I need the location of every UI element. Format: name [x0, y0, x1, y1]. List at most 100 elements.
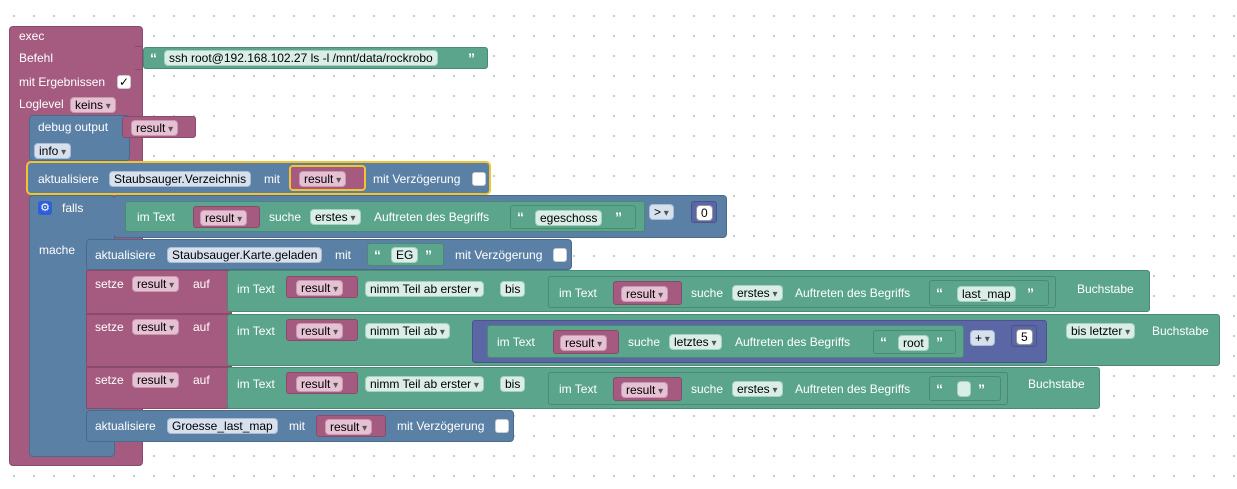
quote-close-icon: ”	[936, 334, 943, 350]
set3-var3-block[interactable]: result	[613, 377, 682, 401]
quote-close-icon: ”	[978, 381, 985, 397]
delay-label: mit Verzögerung	[373, 172, 461, 186]
set2-var-dropdown[interactable]: result	[132, 319, 180, 335]
set3-mode-dropdown[interactable]: nimm Teil ab erster	[365, 376, 484, 392]
to-label: auf	[193, 277, 210, 291]
set2-mode-dropdown[interactable]: nimm Teil ab	[365, 323, 450, 339]
if-term-field[interactable]: egeschoss	[535, 210, 603, 226]
gear-icon[interactable]: ⚙	[38, 201, 52, 215]
debug-output-block[interactable]: debug output info	[29, 115, 130, 161]
set3-var-dropdown[interactable]: result	[132, 372, 180, 388]
set3-block[interactable]: setze result auf	[86, 367, 232, 409]
quote-open-icon: “	[936, 381, 943, 397]
in-text-label: im Text	[237, 324, 275, 338]
set2-term-field[interactable]: root	[898, 335, 929, 351]
set2-var3-dropdown[interactable]: result	[560, 335, 608, 351]
debug-level-dropdown[interactable]: info	[34, 143, 72, 159]
in-text-label: im Text	[559, 382, 597, 396]
set3-var3-dropdown[interactable]: result	[621, 382, 669, 398]
loglevel-dropdown[interactable]: keins	[70, 97, 116, 113]
set2-block[interactable]: setze result auf	[86, 314, 232, 367]
update2-value-field[interactable]: EG	[391, 247, 419, 263]
state-field[interactable]: Staubsauger.Verzeichnis	[109, 171, 252, 187]
set2-number-field[interactable]: 5	[1016, 329, 1033, 345]
compare-number-field[interactable]: 0	[696, 205, 713, 221]
state-field[interactable]: Staubsauger.Karte.geladen	[167, 247, 323, 263]
update-label: aktualisiere	[38, 172, 99, 186]
set1-var3-block[interactable]: result	[613, 281, 682, 305]
set3-term-block[interactable]: “ ”	[929, 376, 1001, 401]
which-dropdown[interactable]: erstes	[732, 285, 783, 301]
quote-open-icon: “	[374, 247, 381, 263]
char-label: Buchstabe	[1028, 377, 1085, 391]
quote-open-icon: “	[880, 334, 887, 350]
if-term-block[interactable]: “ egeschoss ”	[510, 205, 636, 229]
delay-label: mit Verzögerung	[397, 419, 485, 433]
set-label: setze	[95, 320, 124, 334]
set1-until-field[interactable]: bis	[500, 281, 526, 297]
compare-number-block[interactable]: 0	[691, 201, 717, 223]
set3-until-field[interactable]: bis	[500, 376, 526, 392]
search-label: suche	[269, 210, 302, 224]
update1-var-dropdown[interactable]: result	[299, 171, 347, 187]
delay-checkbox[interactable]	[495, 419, 509, 433]
set1-term-block[interactable]: “ last_map ”	[929, 280, 1049, 306]
which-dropdown[interactable]: erstes	[732, 381, 783, 397]
update-groesse-block[interactable]: aktualisiere Groesse_last_map mit mit Ve…	[86, 410, 514, 442]
which-dropdown[interactable]: erstes	[310, 209, 361, 225]
quote-open-icon: “	[150, 50, 157, 66]
update3-var-dropdown[interactable]: result	[325, 419, 373, 435]
set2-var3-block[interactable]: result	[553, 330, 619, 354]
set1-var3-dropdown[interactable]: result	[621, 286, 669, 302]
set2-number-block[interactable]: 5	[1011, 325, 1037, 347]
in-text-label: im Text	[137, 210, 175, 224]
set1-var-dropdown[interactable]: result	[132, 276, 180, 292]
char-label: Buchstabe	[1152, 324, 1209, 338]
update3-var-block[interactable]: result	[316, 415, 386, 437]
command-string-block[interactable]: “ ssh root@192.168.102.27 ls -l /mnt/dat…	[143, 47, 488, 69]
compare-op-dropdown[interactable]: >	[649, 204, 674, 220]
to-label: auf	[193, 320, 210, 334]
occurrence-label: Auftreten des Begriffs	[795, 286, 911, 300]
quote-open-icon: “	[936, 285, 943, 301]
command-text-field[interactable]: ssh root@192.168.102.27 ls -l /mnt/data/…	[164, 50, 438, 66]
occurrence-label: Auftreten des Begriffs	[795, 382, 911, 396]
quote-close-icon: ”	[615, 209, 622, 225]
set-label: setze	[95, 277, 124, 291]
with-label: mit	[264, 172, 280, 186]
set2-term-block[interactable]: “ root ”	[873, 330, 956, 354]
set2-var2-block[interactable]: result	[286, 319, 358, 341]
in-text-label: im Text	[237, 377, 275, 391]
if-var-dropdown[interactable]: result	[200, 210, 248, 226]
set3-var2-dropdown[interactable]: result	[296, 376, 344, 392]
results-label: mit Ergebnissen	[19, 75, 106, 89]
update-karte-block[interactable]: aktualisiere Staubsauger.Karte.geladen m…	[86, 239, 572, 270]
update1-var-block[interactable]: result	[289, 165, 366, 191]
set1-var2-dropdown[interactable]: result	[296, 280, 344, 296]
set1-var2-block[interactable]: result	[286, 276, 358, 298]
update-verzeichnis-block[interactable]: aktualisiere Staubsauger.Verzeichnis mit…	[26, 161, 491, 195]
state-field[interactable]: Groesse_last_map	[167, 418, 278, 434]
set2-var2-dropdown[interactable]: result	[296, 323, 344, 339]
set3-var2-block[interactable]: result	[286, 372, 358, 394]
set1-block[interactable]: setze result auf	[86, 270, 232, 314]
quote-open-icon: “	[517, 209, 524, 225]
char-label: Buchstabe	[1077, 282, 1134, 296]
math-op-dropdown[interactable]: +	[970, 330, 995, 346]
if-var-block[interactable]: result	[193, 206, 260, 228]
delay-checkbox[interactable]	[553, 248, 567, 262]
update2-value-block[interactable]: “ EG ”	[367, 243, 444, 266]
delay-checkbox[interactable]	[472, 172, 486, 186]
debug-var-block[interactable]: result	[122, 116, 196, 138]
set1-term-field[interactable]: last_map	[957, 286, 1016, 302]
if-label: falls	[62, 201, 84, 215]
to-label: auf	[193, 373, 210, 387]
set3-term-field[interactable]	[957, 381, 971, 397]
results-checkbox[interactable]: ✓	[117, 75, 131, 89]
search-label: suche	[628, 335, 661, 349]
set2-until-dropdown[interactable]: bis letzter	[1066, 323, 1136, 339]
which-dropdown[interactable]: letztes	[669, 334, 722, 350]
debug-var-dropdown[interactable]: result	[131, 120, 179, 136]
set1-mode-dropdown[interactable]: nimm Teil ab erster	[365, 281, 484, 297]
in-text-label: im Text	[559, 286, 597, 300]
